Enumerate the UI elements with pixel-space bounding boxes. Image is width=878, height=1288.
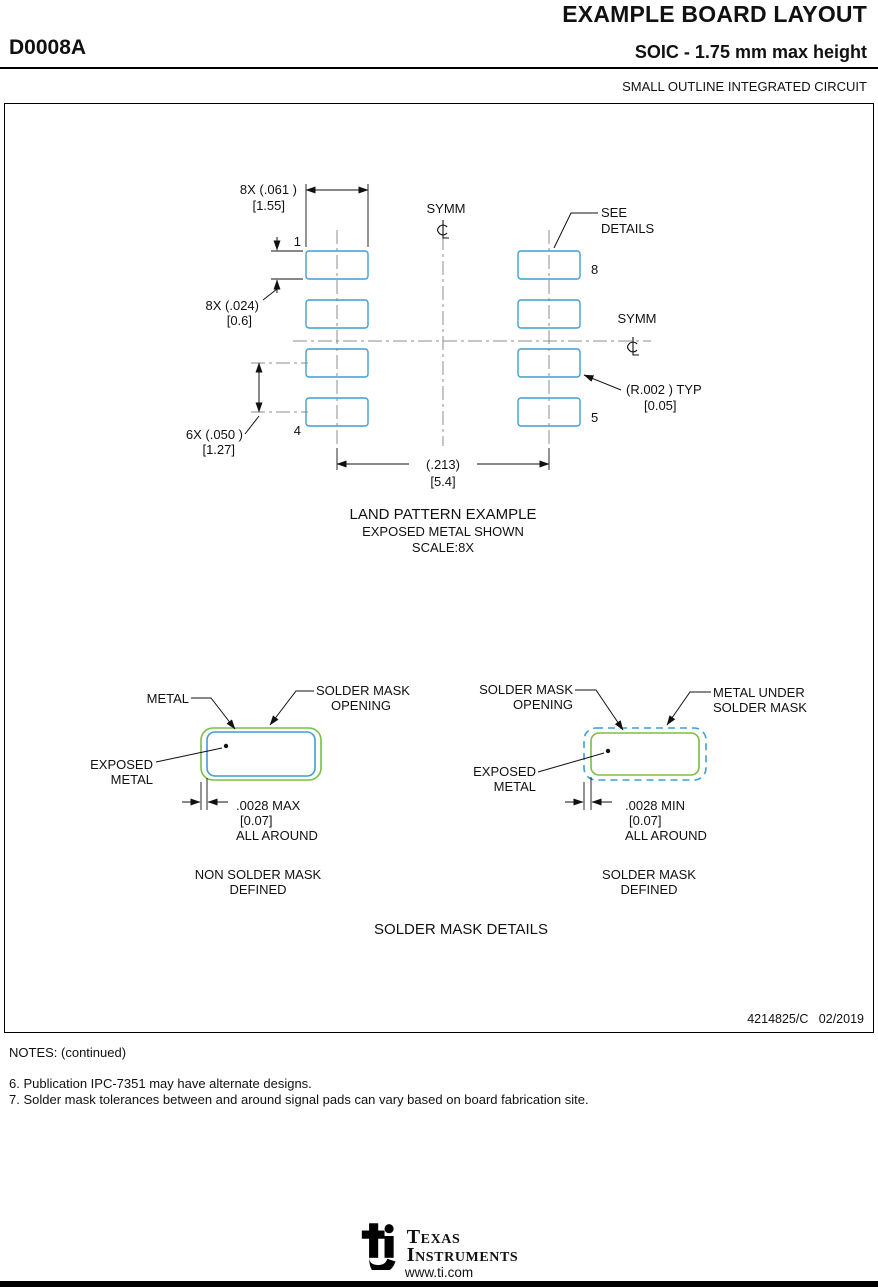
leader-line	[269, 690, 314, 726]
radius-mm-label: [0.05]	[644, 398, 677, 413]
land-pattern-subtitle: EXPOSED METAL SHOWN	[362, 524, 524, 539]
board-layout-drawing: 8X (.061 ) [1.55] 8X (.024) [0.6] 6X (.0…	[90, 182, 807, 938]
pad	[305, 348, 369, 378]
exposed-metal-label: EXPOSED	[90, 757, 153, 772]
solder-mask-opening-outline	[590, 732, 700, 776]
dim-span-mm-label: [5.4]	[430, 474, 455, 489]
smd-detail-drawing: SOLDER MASK OPENING METAL UNDER SOLDER M…	[473, 682, 807, 897]
dim-pitch-mm-label: [1.27]	[202, 442, 235, 457]
package-subtitle: SMALL OUTLINE INTEGRATED CIRCUIT	[622, 79, 867, 94]
solder-mask-opening-outline	[200, 727, 322, 781]
centerline-symbol-icon	[626, 336, 640, 356]
metal-under-mask-outline	[583, 727, 707, 781]
dim-pad-height-label: 8X (.024)	[206, 298, 259, 313]
package-title: SOIC - 1.75 mm max height	[634, 42, 867, 62]
notes-title: NOTES: (continued)	[9, 1045, 127, 1060]
leader-line	[191, 697, 236, 730]
radius-label: (R.002 ) TYP	[626, 382, 702, 397]
part-number: D0008A	[9, 36, 87, 59]
leader-line	[262, 288, 278, 301]
document-reference: 4214825/C 02/2019	[747, 1012, 864, 1026]
land-pattern-title: LAND PATTERN EXAMPLE	[350, 506, 537, 523]
land-pattern-drawing: 8X (.061 ) [1.55] 8X (.024) [0.6] 6X (.0…	[186, 182, 702, 555]
pad	[517, 299, 581, 329]
leader-line	[666, 691, 711, 726]
pin-number-5: 5	[591, 410, 598, 425]
exposed-metal-label: METAL	[494, 779, 536, 794]
ti-wordmark-line1: Texas	[406, 1226, 461, 1248]
metal-label: METAL	[147, 691, 189, 706]
solder-mask-opening-label: OPENING	[331, 698, 391, 713]
exposed-metal-point	[605, 748, 611, 754]
smd-caption: SOLDER MASK	[602, 867, 696, 882]
pin-number-1: 1	[294, 234, 301, 249]
dim-pitch-label: 6X (.050 )	[186, 427, 243, 442]
ti-website-link[interactable]: www.ti.com	[404, 1265, 474, 1280]
note-item: 7. Solder mask tolerances between and ar…	[9, 1092, 589, 1107]
nsmd-caption: DEFINED	[229, 882, 286, 897]
ti-wordmark: Texas Instruments	[406, 1222, 519, 1267]
smd-dim-label: [0.07]	[629, 813, 662, 828]
nsmd-caption: NON SOLDER MASK	[195, 867, 322, 882]
smd-dim-label: .0028 MIN	[625, 798, 685, 813]
exposed-metal-point	[223, 743, 229, 749]
leader-line	[537, 752, 605, 773]
pad	[517, 397, 581, 427]
page-title: EXAMPLE BOARD LAYOUT	[562, 1, 867, 27]
pad	[305, 299, 369, 329]
solder-mask-opening-label: OPENING	[513, 697, 573, 712]
nsmd-dim-label: .0028 MAX	[236, 798, 301, 813]
pad	[305, 397, 369, 427]
symm-right-label: SYMM	[618, 311, 657, 326]
dim-pad-width-mm-label: [1.55]	[252, 198, 285, 213]
centerline-symbol-icon	[436, 219, 450, 239]
leader-line	[575, 689, 624, 731]
leader-line	[553, 212, 598, 249]
leader-line	[244, 415, 260, 435]
smd-caption: DEFINED	[620, 882, 677, 897]
dim-pad-width-label: 8X (.061 )	[240, 182, 297, 197]
nsmd-dim-label: ALL AROUND	[236, 828, 318, 843]
exposed-metal-label: EXPOSED	[473, 764, 536, 779]
nsmd-detail-drawing: METAL SOLDER MASK OPENING EXPOSED METAL …	[90, 683, 410, 897]
header-rule	[0, 67, 878, 69]
drawing-frame: 8X (.061 ) [1.55] 8X (.024) [0.6] 6X (.0…	[4, 103, 874, 1033]
pad	[517, 250, 581, 280]
metal-pad-outline	[206, 731, 316, 777]
ti-logo-icon	[361, 1223, 396, 1270]
exposed-metal-label: METAL	[111, 772, 153, 787]
see-details-label: SEE	[601, 205, 627, 220]
see-details-label: DETAILS	[601, 221, 655, 236]
solder-mask-details-title: SOLDER MASK DETAILS	[374, 921, 548, 938]
ti-wordmark-line2: Instruments	[406, 1244, 519, 1267]
note-item: 6. Publication IPC-7351 may have alterna…	[9, 1076, 312, 1091]
nsmd-dim-label: [0.07]	[240, 813, 273, 828]
page-bottom-bar	[0, 1281, 878, 1287]
symm-top-label: SYMM	[427, 201, 466, 216]
leader-line	[155, 747, 223, 763]
smd-dim-label: ALL AROUND	[625, 828, 707, 843]
solder-mask-opening-label: SOLDER MASK	[316, 683, 410, 698]
metal-under-mask-label: METAL UNDER	[713, 685, 805, 700]
metal-under-mask-label: SOLDER MASK	[713, 700, 807, 715]
pin-number-4: 4	[294, 423, 301, 438]
dim-pad-height-mm-label: [0.6]	[227, 313, 252, 328]
dim-span-label: (.213)	[426, 457, 460, 472]
leader-arrow	[583, 374, 622, 391]
ti-brand-block: Texas Instruments	[0, 1222, 878, 1270]
pad	[305, 250, 369, 280]
pin-number-8: 8	[591, 262, 598, 277]
pad	[517, 348, 581, 378]
land-pattern-scale: SCALE:8X	[412, 540, 474, 555]
solder-mask-opening-label: SOLDER MASK	[479, 682, 573, 697]
